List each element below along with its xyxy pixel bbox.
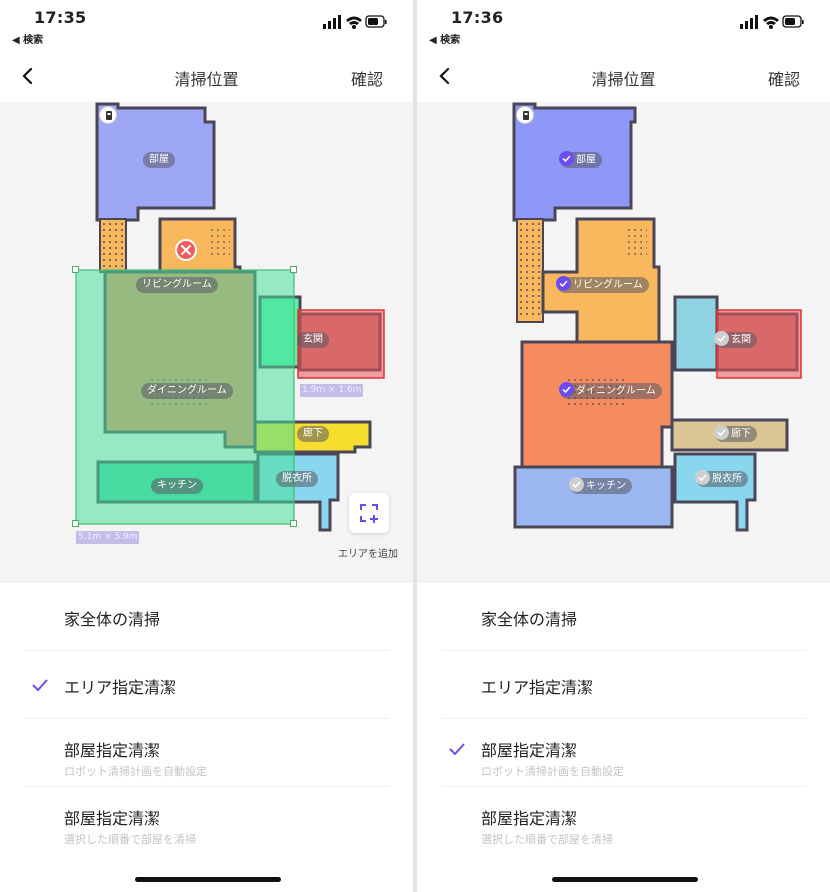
zone-handle-top-right[interactable] [290, 266, 297, 273]
home-indicator [552, 877, 698, 882]
option-title: エリア指定清潔 [481, 678, 594, 697]
room-label-datsui[interactable]: 脱衣所 [695, 470, 748, 487]
option-title: 部屋指定清潔 [481, 809, 578, 828]
option-subtitle: 選択した順番で部屋を清掃 [64, 833, 196, 846]
battery-icon [782, 15, 804, 28]
room-label-dining[interactable]: ダイニングルーム [559, 382, 662, 399]
check-icon [32, 679, 48, 691]
page-title: 清掃位置 [174, 70, 239, 89]
confirm-button[interactable]: 確認 [767, 70, 800, 89]
option-room-auto[interactable]: 部屋指定清潔 ロボット清掃計画を自動設定 [24, 719, 389, 787]
room-name: リビングルーム [573, 279, 643, 291]
room-kitchen [513, 465, 674, 529]
checked-icon [559, 151, 574, 166]
checked-icon [559, 382, 574, 397]
page-title: 清掃位置 [591, 70, 656, 89]
floor-map-drawing [512, 102, 802, 532]
option-title: 部屋指定清潔 [64, 809, 161, 828]
floor-map[interactable]: 部屋 リビングルーム 玄関 ダイニングルーム 廊下 キッチン 脱衣所 1.9m … [0, 102, 413, 583]
room-label-heya[interactable]: 部屋 [559, 151, 602, 168]
room-label-datsui[interactable]: 脱衣所 [276, 471, 318, 487]
dock-marker [516, 106, 534, 124]
status-time: 17:36 [451, 8, 504, 27]
room-label-dining[interactable]: ダイニングルーム [141, 383, 233, 399]
checked-icon [556, 276, 571, 291]
option-title: 部屋指定清潔 [481, 741, 578, 760]
back-arrow-icon[interactable] [14, 62, 42, 90]
room-label-rouka[interactable]: 廊下 [297, 426, 329, 442]
close-icon [181, 245, 191, 255]
zone-red-size: 1.9m × 1.6m [300, 384, 364, 397]
room-name: キッチン [586, 480, 626, 492]
cleaning-mode-list: 家全体の清掃 エリア指定清潔 部屋指定清潔 ロボット清掃計画を自動設定 部屋指定… [417, 583, 830, 855]
room-label-kitchen[interactable]: キッチン [151, 478, 203, 494]
home-indicator [135, 877, 281, 882]
option-area-clean[interactable]: エリア指定清潔 [24, 651, 389, 719]
room-label-heya[interactable]: 部屋 [143, 152, 175, 168]
room-label-genkan[interactable]: 玄関 [714, 331, 757, 348]
back-to-search-link[interactable]: ◀ 検索 [429, 35, 461, 46]
status-time: 17:35 [34, 8, 87, 27]
status-icons [323, 15, 387, 29]
delete-zone-button[interactable] [175, 239, 197, 261]
dock-marker [99, 106, 117, 124]
status-bar: 17:36 ◀ 検索 [417, 0, 830, 48]
option-title: 部屋指定清潔 [64, 741, 161, 760]
option-area-clean[interactable]: エリア指定清潔 [441, 651, 806, 719]
check-icon [449, 743, 465, 755]
option-room-auto[interactable]: 部屋指定清潔 ロボット清掃計画を自動設定 [441, 719, 806, 787]
room-label-genkan[interactable]: 玄関 [297, 332, 329, 348]
zone-handle-top-left[interactable] [72, 266, 79, 273]
nav-bar: 清掃位置 確認 [417, 54, 830, 100]
confirm-button[interactable]: 確認 [350, 70, 383, 89]
option-subtitle: ロボット清掃計画を自動設定 [481, 765, 624, 778]
wifi-icon [346, 16, 362, 29]
option-whole-home[interactable]: 家全体の清掃 [24, 583, 389, 651]
unchecked-icon [695, 470, 710, 485]
option-room-order[interactable]: 部屋指定清潔 選択した順番で部屋を清掃 [441, 787, 806, 855]
room-genkan [673, 295, 719, 372]
nav-bar: 清掃位置 確認 [0, 54, 413, 100]
option-room-order[interactable]: 部屋指定清潔 選択した順番で部屋を清掃 [24, 787, 389, 855]
option-subtitle: ロボット清掃計画を自動設定 [64, 765, 207, 778]
status-bar: 17:35 ◀ 検索 [0, 0, 413, 48]
unchecked-icon [714, 331, 729, 346]
room-label-kitchen[interactable]: キッチン [569, 477, 632, 494]
option-whole-home[interactable]: 家全体の清掃 [441, 583, 806, 651]
option-title: 家全体の清掃 [481, 610, 578, 629]
screen-room-mode: 17:36 ◀ 検索 清掃位置 確認 [417, 0, 830, 892]
option-title: 家全体の清掃 [64, 610, 161, 629]
back-arrow-icon[interactable] [431, 62, 459, 90]
room-name: 部屋 [576, 154, 596, 166]
zone-green-size: 5.1m × 5.9m [76, 531, 140, 544]
add-area-icon [360, 504, 378, 523]
screen-area-mode: 17:35 ◀ 検索 清掃位置 確認 [0, 0, 413, 892]
option-title: エリア指定清潔 [64, 678, 177, 697]
unchecked-icon [714, 425, 729, 440]
signal-icon [740, 15, 758, 29]
room-name: 玄関 [731, 334, 751, 346]
room-name: 廊下 [731, 428, 751, 440]
unchecked-icon [569, 477, 584, 492]
room-name: ダイニングルーム [576, 385, 656, 397]
floor-map[interactable]: 部屋 リビングルーム 玄関 ダイニングルーム 廊下 キッチン 脱衣所 [417, 102, 830, 583]
option-subtitle: 選択した順番で部屋を清掃 [481, 833, 613, 846]
back-to-search-link[interactable]: ◀ 検索 [12, 35, 44, 46]
wifi-icon [763, 16, 779, 29]
room-datsui [673, 452, 757, 532]
room-label-living[interactable]: リビングルーム [556, 276, 649, 293]
add-area-button[interactable] [349, 493, 389, 533]
battery-icon [365, 15, 387, 28]
zone-handle-bottom-right[interactable] [290, 520, 297, 527]
room-label-rouka[interactable]: 廊下 [714, 425, 757, 442]
zone-handle-bottom-left[interactable] [72, 520, 79, 527]
status-icons [740, 15, 804, 29]
room-label-living[interactable]: リビングルーム [136, 277, 218, 293]
cleaning-mode-list: 家全体の清掃 エリア指定清潔 部屋指定清潔 ロボット清掃計画を自動設定 部屋指定… [0, 583, 413, 855]
signal-icon [323, 15, 341, 29]
room-name: 脱衣所 [712, 473, 742, 485]
add-area-label: エリアを追加 [338, 549, 398, 560]
